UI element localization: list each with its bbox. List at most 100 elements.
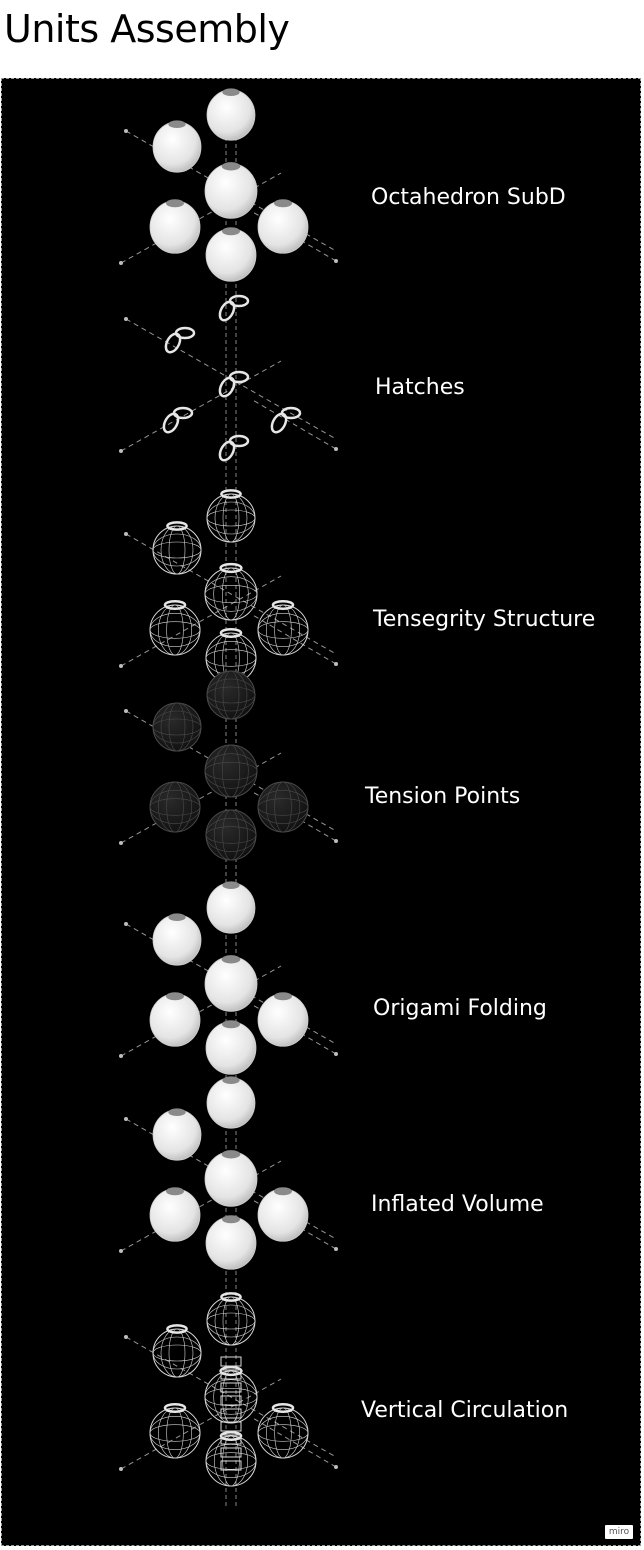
hatch-ring [163, 1403, 187, 1413]
hatch-ring [219, 562, 243, 574]
hatch-ring [271, 1403, 295, 1413]
sphere-node [204, 956, 258, 1012]
wire-meridian [214, 1296, 248, 1346]
wire-meridian [213, 567, 249, 621]
sphere-cap [222, 1215, 240, 1224]
arrow-head-icon [334, 1052, 338, 1056]
arrow-head-icon [119, 664, 123, 668]
hatch-ring [228, 294, 250, 308]
hatch-ring [174, 326, 196, 340]
wire-meridian [160, 702, 194, 752]
hatch-ring [218, 300, 236, 322]
page-title: Units Assembly [4, 7, 290, 51]
stair-segment [220, 1369, 242, 1380]
explode-axis [120, 965, 282, 1057]
wire-parallel [152, 533, 202, 567]
sphere-node [204, 163, 258, 219]
stair-segment [220, 1460, 242, 1471]
wire-sphere [257, 1407, 309, 1459]
arrow-head-icon [119, 261, 123, 265]
stair-segment [220, 1395, 242, 1406]
arrow-head-icon [334, 1247, 338, 1251]
sphere-node [205, 1216, 257, 1270]
explode-axis [120, 1160, 282, 1252]
sphere-cap [221, 955, 241, 964]
wire-parallel [152, 1344, 202, 1362]
wire-parallel [257, 613, 309, 647]
arrow-head-icon [124, 709, 128, 713]
sphere-cap [166, 199, 184, 208]
hatch-ring [162, 412, 180, 434]
sphere-node [205, 1021, 257, 1075]
sphere-node [204, 1151, 258, 1207]
wire-parallel [257, 1416, 309, 1450]
wire-sphere [149, 604, 201, 656]
sphere-node [152, 121, 202, 173]
wire-parallel [152, 541, 202, 559]
wire-meridian [166, 1407, 184, 1459]
wire-meridian [214, 1435, 248, 1487]
sphere-node [257, 993, 309, 1047]
wire-sphere [152, 525, 202, 575]
wire-sphere [205, 809, 257, 861]
hatch-ring [218, 376, 236, 398]
wire-parallel [149, 621, 201, 639]
wire-sphere [152, 1328, 202, 1378]
arrow-head-icon [119, 449, 123, 453]
stair-segment [220, 1382, 242, 1393]
sphere-cap [168, 120, 186, 129]
hatch-ring [219, 628, 243, 638]
unit-tension-points [119, 670, 338, 861]
arrow-head-icon [119, 1467, 123, 1471]
wire-parallel [205, 649, 257, 667]
sphere-node [152, 914, 202, 966]
wire-meridian [213, 744, 249, 798]
sphere-node [206, 89, 256, 141]
wire-sphere [206, 1296, 256, 1346]
circulation-core [220, 1356, 242, 1471]
sphere-cap [166, 992, 184, 1001]
hatch-ring [163, 600, 187, 610]
wire-parallel [206, 509, 256, 527]
wire-meridian [160, 525, 194, 575]
arrow-head-icon [119, 1054, 123, 1058]
wire-sphere [152, 702, 202, 752]
wire-parallel [257, 790, 309, 824]
hatch-ring [220, 1292, 242, 1302]
wire-meridian [266, 1407, 300, 1459]
hatch-ring [270, 412, 288, 434]
sphere-cap [166, 1187, 184, 1196]
hatch-ring [280, 406, 302, 420]
stair-segment [220, 1434, 242, 1445]
arrow-head-icon [334, 259, 338, 263]
unit-tensegrity-structure [119, 489, 338, 684]
hatch-ring [164, 332, 182, 354]
stage-label-origami-folding: Origami Folding [373, 996, 547, 1021]
explode-axis [120, 752, 282, 844]
unit-origami-folding [119, 881, 338, 1075]
hatch-ring [166, 1324, 188, 1334]
sphere-node [149, 993, 201, 1047]
wire-parallel [204, 576, 258, 612]
stage-label-vertical-circulation: Vertical Circulation [361, 1398, 569, 1423]
sphere-cap [222, 1020, 240, 1029]
sphere-cap [221, 1150, 241, 1159]
sphere-node [206, 882, 256, 934]
explode-axis [120, 1378, 282, 1470]
sphere-node [257, 1188, 309, 1242]
sphere-cap [222, 227, 240, 236]
stage-label-tensegrity-structure: Tensegrity Structure [373, 607, 596, 632]
wire-meridian [266, 604, 300, 656]
sphere-cap [168, 913, 186, 922]
sphere-node [257, 200, 309, 254]
wire-parallel [204, 1379, 258, 1415]
unit-octahedron-subd [119, 88, 338, 282]
wire-parallel [206, 678, 256, 712]
arrow-head-icon [124, 129, 128, 133]
stair-segment [220, 1421, 242, 1432]
wire-sphere [206, 670, 256, 720]
wire-parallel [204, 753, 258, 789]
sphere-node [205, 228, 257, 282]
wire-meridian [266, 781, 300, 833]
wire-parallel [206, 501, 256, 535]
